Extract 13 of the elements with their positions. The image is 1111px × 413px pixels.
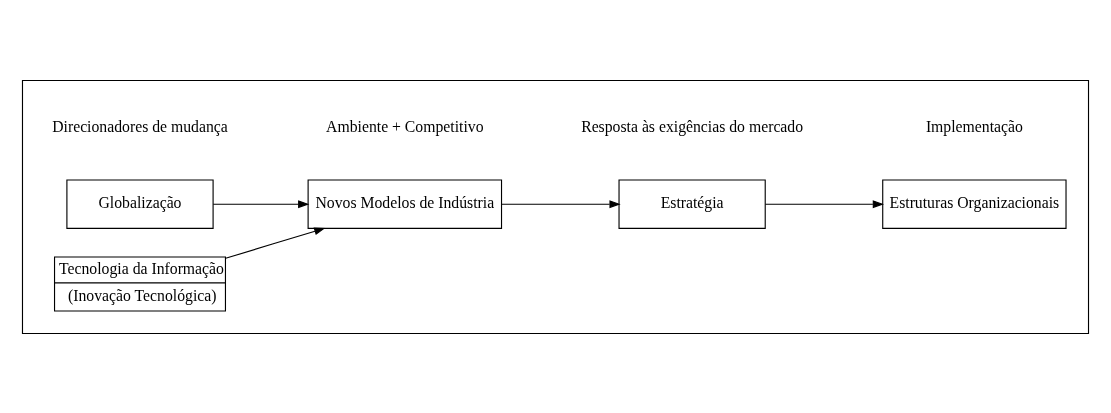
label: Resposta às exigências do mercado (581, 117, 804, 135)
label: Implementação (925, 117, 1023, 135)
node-box: Globalização (66, 178, 214, 229)
arrow (764, 199, 884, 208)
label: Ambiente + Competitivo (326, 117, 484, 135)
arrow (501, 199, 621, 208)
arrow (225, 227, 326, 259)
label: Direcionadores de mudança (52, 117, 228, 135)
node-box: Estruturas Organizacionais (882, 178, 1067, 229)
cluster (21, 79, 1090, 334)
arrow (212, 199, 310, 208)
node-box: Estratégia (618, 178, 766, 229)
node-box: Novos Modelos de Indústria (307, 178, 503, 229)
